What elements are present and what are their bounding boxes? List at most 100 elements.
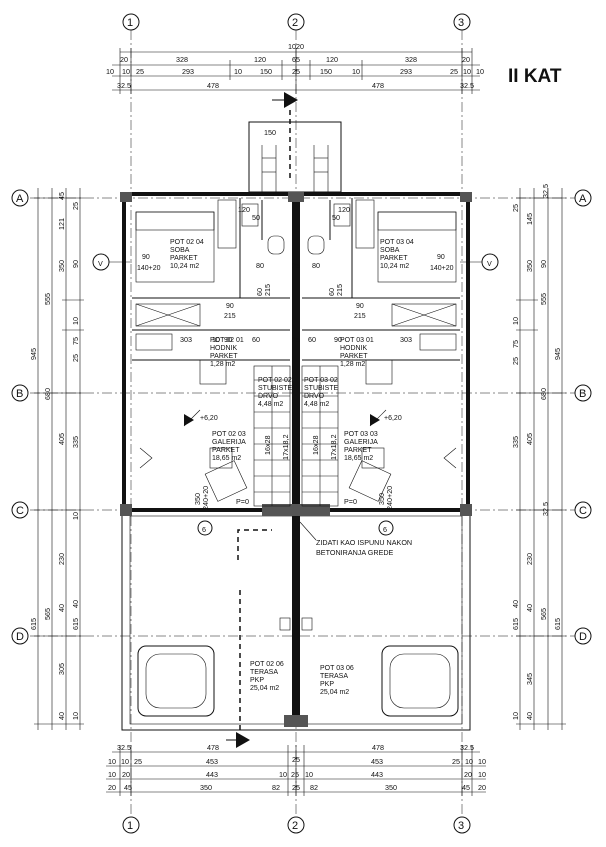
dim-right-s6: 40 [511, 600, 520, 608]
svg-text:4,48 m2: 4,48 m2 [258, 401, 283, 408]
svg-text:GALERIJA: GALERIJA [344, 439, 378, 446]
dim-right-s4: 25 [511, 357, 520, 365]
dim-top-r3-2: 478 [372, 81, 384, 90]
bath-door-left: 60 [255, 288, 264, 296]
dim-top-r2-7: 150 [320, 67, 332, 76]
level-left: +6,20 [200, 415, 218, 422]
axis-label-D-left: D [16, 631, 24, 643]
bath-door-right: 60 [327, 288, 336, 296]
dim-left-335: 335 [71, 436, 80, 448]
room-label-0301: POT 03 01 HODNIK PARKET 1,28 m2 [340, 337, 374, 368]
balc-left-marker: 6 [202, 525, 206, 534]
axis-label-2-top: 2 [292, 17, 298, 29]
pad-right: P=0 [344, 497, 357, 506]
dim-top-r3-1: 478 [207, 81, 219, 90]
svg-text:PKP: PKP [320, 681, 334, 688]
dim-right-680: 680 [539, 388, 548, 400]
dim-right-40a: 40 [525, 604, 534, 612]
svg-text:1,28 m2: 1,28 m2 [340, 361, 365, 368]
left-dimension-chains: 945 615 555 680 565 121 350 90 405 335 2… [29, 188, 84, 730]
dim-top-r1-5: 328 [405, 55, 417, 64]
window-left-width: 90 [142, 254, 150, 261]
room-label-0201: POT 02 01 HODNIK PARKET 1,28 m2 [210, 337, 244, 368]
dim-top-r1-0: 20 [120, 55, 128, 64]
stair-left-dim: 16x28 [263, 435, 272, 455]
dim-bot-r2-5: 453 [371, 757, 383, 766]
balc-left-width: 350 [193, 493, 202, 505]
level-marker-right: +6,20 [369, 409, 402, 427]
axis-label-3-bottom: 3 [458, 820, 464, 832]
dim-left-s7: 10 [71, 712, 80, 720]
dim-bot-r4-2: 350 [200, 783, 212, 792]
dim-top-r1-6: 20 [462, 55, 470, 64]
balc-right-height: 240+20 [385, 486, 394, 510]
window-right-height: 140+20 [430, 265, 454, 272]
axis-label-D-right: D [579, 631, 587, 643]
window-right-v: V [487, 259, 492, 268]
svg-text:TERASA: TERASA [320, 673, 348, 680]
dim-bot-r1-1: 478 [207, 743, 219, 752]
dim-left-s3: 75 [71, 337, 80, 345]
dim-bot-r2-8: 10 [478, 757, 486, 766]
dim-bot-r1-4: 32.5 [460, 743, 474, 752]
svg-text:POT 02 02: POT 02 02 [258, 377, 292, 384]
svg-text:HODNIK: HODNIK [340, 345, 368, 352]
dim-right-945: 945 [553, 348, 562, 360]
dim-top-r3-0: 32.5 [117, 81, 131, 90]
note-line-2: BETONIRANJA GREDE [316, 548, 394, 557]
balc-right-marker: 6 [383, 525, 387, 534]
section-marker-bottom [226, 529, 272, 748]
svg-text:PARKET: PARKET [212, 447, 240, 454]
room-label-0306: POT 03 06 TERASA PKP 25,04 m2 [320, 665, 354, 696]
ladder-top [248, 121, 342, 193]
hot-tub-left [137, 645, 215, 717]
hall-dim-5: 90 [224, 335, 232, 344]
hall-dim-8: 60 [308, 335, 316, 344]
axis-label-B-right: B [579, 388, 586, 400]
dim-bot-r3-4: 25 [291, 770, 299, 779]
gallery-left-furniture [139, 447, 248, 502]
hot-tub-right [381, 645, 459, 717]
svg-text:PARKET: PARKET [170, 255, 198, 262]
svg-text:POT 02 01: POT 02 01 [210, 337, 244, 344]
dim-left-40b: 40 [57, 712, 66, 720]
dim-left-305: 305 [57, 663, 66, 675]
bed-right [377, 211, 457, 283]
svg-text:STUBISTE: STUBISTE [258, 385, 293, 392]
dim-right-230: 230 [525, 553, 534, 565]
dim-bot-r4-8: 20 [478, 783, 486, 792]
svg-text:GALERIJA: GALERIJA [212, 439, 246, 446]
svg-text:10,24 m2: 10,24 m2 [170, 263, 199, 270]
dim-top-r2-12: 10 [476, 67, 484, 76]
svg-text:18,65 m2: 18,65 m2 [212, 455, 241, 462]
dim-bot-r1-3: 478 [372, 743, 384, 752]
dim-right-335: 335 [511, 436, 520, 448]
dim-top-r2-8: 10 [352, 67, 360, 76]
dim-bot-r2-0: 10 [108, 757, 116, 766]
dim-left-405: 405 [57, 433, 66, 445]
hall-dim-6: 60 [252, 335, 260, 344]
bath-left-dim-a: 120 [238, 205, 250, 214]
dim-top-r2-3: 293 [182, 67, 194, 76]
dim-right-40b: 40 [525, 712, 534, 720]
dim-right-s2: 10 [511, 317, 520, 325]
room-label-0206: POT 02 06 TERASA PKP 25,04 m2 [250, 661, 284, 692]
svg-text:SOBA: SOBA [170, 247, 190, 254]
dim-left-s6: 40 [71, 600, 80, 608]
dim-right-145: 145 [525, 213, 534, 225]
dim-right-s0: 32.5 [541, 184, 550, 198]
exterior-walls [120, 192, 472, 731]
dim-left-555: 555 [43, 293, 52, 305]
axis-markers: 1 2 3 1 2 3 A B C D A B C D [11, 13, 592, 834]
balcony-door-left: 350 240+20 6 [193, 486, 213, 536]
bottom-dimension-chains: 32.5 478 25 478 32.5 10 10 25 453 453 25… [106, 743, 486, 796]
dim-bot-r1-0: 32.5 [117, 743, 131, 752]
bath-door-left-h: 215 [263, 284, 272, 296]
dim-top-r2-4: 10 [234, 67, 242, 76]
window-left-v: V [98, 259, 103, 268]
svg-text:PKP: PKP [250, 677, 264, 684]
svg-text:PARKET: PARKET [340, 353, 368, 360]
bath-left-dim-b: 50 [252, 213, 260, 222]
note-line-1: ZIDATI KAO ISPUNU NAKON [316, 538, 412, 547]
